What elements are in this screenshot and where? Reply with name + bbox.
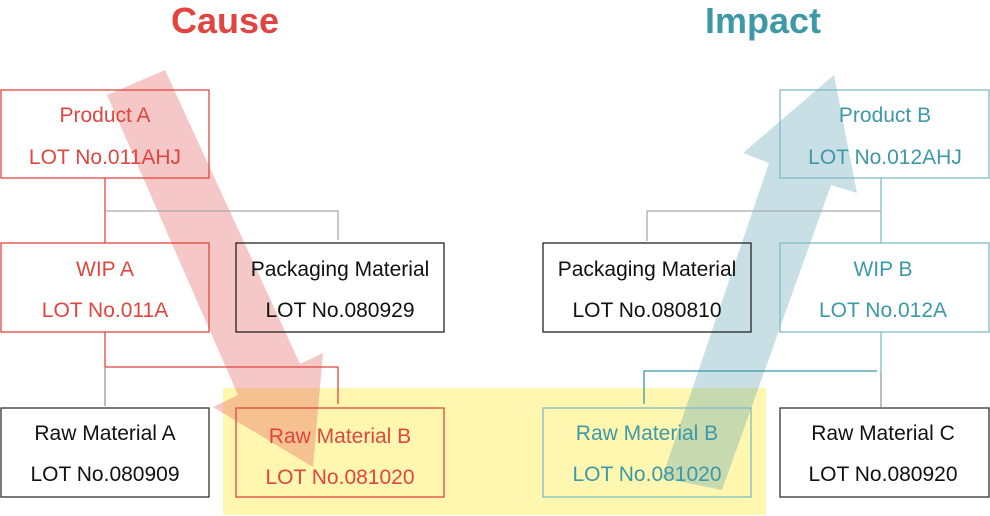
- node-name: Raw Material A: [34, 422, 175, 445]
- node-product-b: Product B LOT No.012AHJ: [779, 89, 990, 179]
- node-lot: LOT No.080909: [30, 463, 179, 486]
- node-lot: LOT No.081020: [265, 466, 414, 489]
- node-name: Packaging Material: [251, 258, 430, 281]
- cause-title: Cause: [171, 0, 279, 41]
- node-lot: LOT No.011A: [42, 299, 168, 322]
- node-product-a: Product A LOT No.011AHJ: [0, 89, 210, 179]
- node-lot: LOT No.080920: [808, 463, 957, 486]
- node-raw-material-c: Raw Material C LOT No.080920: [779, 407, 990, 498]
- node-lot: LOT No.080929: [265, 299, 414, 322]
- node-lot: LOT No.081020: [572, 463, 721, 486]
- node-raw-material-b-impact: Raw Material B LOT No.081020: [542, 407, 752, 498]
- node-name: Raw Material B: [576, 422, 718, 445]
- node-wip-a: WIP A LOT No.011A: [0, 242, 210, 333]
- shared-material-highlight: [223, 388, 766, 515]
- node-name: Product B: [839, 104, 931, 127]
- node-wip-b: WIP B LOT No.012A: [779, 242, 990, 333]
- node-raw-material-b-cause: Raw Material B LOT No.081020: [235, 407, 445, 498]
- node-lot: LOT No.011AHJ: [29, 146, 181, 169]
- node-name: Raw Material B: [269, 425, 411, 448]
- node-name: Packaging Material: [558, 258, 737, 281]
- node-lot: LOT No.080810: [572, 299, 721, 322]
- node-packaging-a: Packaging Material LOT No.080929: [235, 242, 445, 333]
- node-name: WIP B: [853, 258, 912, 281]
- impact-trace-arrow: [662, 75, 857, 490]
- node-packaging-b: Packaging Material LOT No.080810: [542, 242, 752, 333]
- node-lot: LOT No.012A: [819, 299, 947, 322]
- node-name: Product A: [59, 104, 150, 127]
- impact-connectors: [643, 178, 882, 407]
- node-lot: LOT No.012AHJ: [808, 146, 962, 169]
- node-name: WIP A: [76, 258, 134, 281]
- impact-title: Impact: [705, 0, 821, 41]
- node-raw-material-a: Raw Material A LOT No.080909: [0, 407, 210, 498]
- cause-connectors: [104, 178, 339, 406]
- node-name: Raw Material C: [811, 422, 955, 445]
- cause-trace-arrow: [107, 70, 323, 467]
